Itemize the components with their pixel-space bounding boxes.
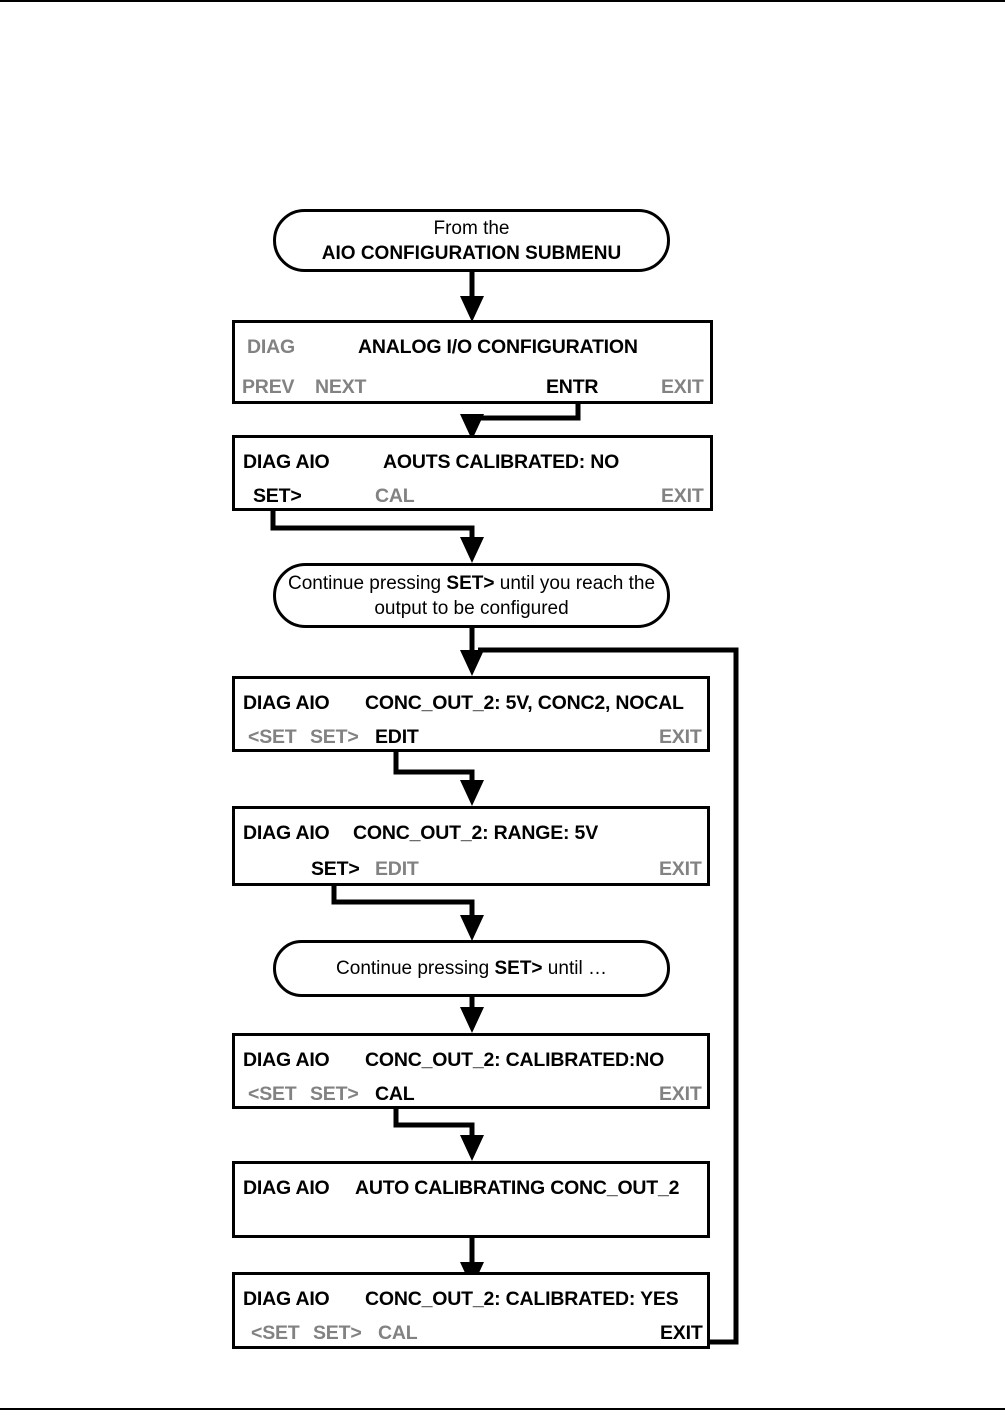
- d7-button-set-prev[interactable]: <SET: [251, 1322, 300, 1344]
- d1-button-exit[interactable]: EXIT: [661, 376, 704, 398]
- arrowhead-to-d4: [460, 780, 484, 806]
- d4-button-exit[interactable]: EXIT: [659, 858, 702, 880]
- arrowhead-to-d6: [460, 1135, 484, 1161]
- d3-button-set-next[interactable]: SET>: [310, 726, 359, 748]
- d3-button-exit[interactable]: EXIT: [659, 726, 702, 748]
- d1-line1: DIAG ANALOG I/O CONFIGURATION: [235, 327, 710, 367]
- d5-button-set-prev[interactable]: <SET: [248, 1083, 297, 1105]
- d5-button-exit[interactable]: EXIT: [659, 1083, 702, 1105]
- d1-button-entr[interactable]: ENTR: [546, 376, 599, 398]
- d4-button-set-next[interactable]: SET>: [311, 858, 360, 880]
- arrowhead-to-note1: [460, 537, 484, 563]
- d7-button-cal[interactable]: CAL: [378, 1322, 418, 1344]
- d7-line2: <SET SET> CAL EXIT: [235, 1313, 707, 1353]
- d6-menu-label: DIAG AIO: [243, 1177, 330, 1199]
- note2-suffix: until …: [542, 958, 607, 979]
- d4-line1: DIAG AIO CONC_OUT_2: RANGE: 5V: [235, 813, 707, 853]
- d2-button-cal[interactable]: CAL: [375, 485, 415, 507]
- display-conc-out-2-summary: DIAG AIO CONC_OUT_2: 5V, CONC2, NOCAL <S…: [232, 676, 710, 752]
- d7-title: CONC_OUT_2: CALIBRATED: YES: [365, 1288, 679, 1310]
- arrowhead-to-note2: [460, 915, 484, 941]
- d4-menu-label: DIAG AIO: [243, 822, 330, 844]
- page-top-rule: [0, 0, 1005, 2]
- terminator-start-line2: AIO CONFIGURATION SUBMENU: [321, 242, 622, 264]
- d4-button-edit[interactable]: EDIT: [375, 858, 419, 880]
- d2-button-set-next[interactable]: SET>: [253, 485, 302, 507]
- connector-d7-exit-loop-to-d3: [478, 647, 739, 1345]
- d3-button-set-prev[interactable]: <SET: [248, 726, 297, 748]
- d2-line1: DIAG AIO AOUTS CALIBRATED: NO: [235, 442, 710, 482]
- d5-line2: <SET SET> CAL EXIT: [235, 1074, 707, 1114]
- note2-strong: SET>: [494, 958, 543, 979]
- terminator-note-2: Continue pressing SET> until …: [273, 940, 670, 997]
- connector-d4-set-to-note2: [331, 878, 475, 925]
- d1-line2: PREV NEXT ENTR EXIT: [235, 367, 710, 407]
- note2-prefix: Continue pressing: [336, 958, 495, 979]
- d1-menu-label: DIAG: [247, 336, 295, 358]
- note1-suffix: until you reach the: [494, 572, 656, 594]
- display-analog-io-configuration: DIAG ANALOG I/O CONFIGURATION PREV NEXT …: [232, 320, 713, 404]
- page-bottom-rule: [0, 1408, 1005, 1410]
- connector-d2-set-to-note1: [270, 506, 475, 545]
- d5-line1: DIAG AIO CONC_OUT_2: CALIBRATED:NO: [235, 1040, 707, 1080]
- d1-button-prev[interactable]: PREV: [242, 376, 295, 398]
- d6-title: AUTO CALIBRATING CONC_OUT_2: [355, 1177, 680, 1199]
- d7-button-exit[interactable]: EXIT: [660, 1322, 703, 1344]
- d2-line2: SET> CAL EXIT: [235, 476, 710, 516]
- d3-title: CONC_OUT_2: 5V, CONC2, NOCAL: [365, 692, 684, 714]
- d1-button-next[interactable]: NEXT: [315, 376, 367, 398]
- arrowhead-to-d3: [460, 650, 484, 676]
- d6-line1: DIAG AIO AUTO CALIBRATING CONC_OUT_2: [235, 1168, 707, 1208]
- d5-button-cal[interactable]: CAL: [375, 1083, 415, 1105]
- terminator-note-1-line2: output to be configured: [374, 597, 569, 619]
- display-auto-calibrating-conc-out-2: DIAG AIO AUTO CALIBRATING CONC_OUT_2: [232, 1161, 710, 1238]
- display-conc-out-2-calibrated-no: DIAG AIO CONC_OUT_2: CALIBRATED:NO <SET …: [232, 1033, 710, 1109]
- d4-title: CONC_OUT_2: RANGE: 5V: [353, 822, 599, 844]
- terminator-note-2-line1: Continue pressing SET> until …: [336, 956, 607, 981]
- d7-button-set-next[interactable]: SET>: [313, 1322, 362, 1344]
- d3-button-edit[interactable]: EDIT: [375, 726, 419, 748]
- terminator-note-1: Continue pressing SET> until you reach t…: [273, 563, 670, 628]
- d2-button-exit[interactable]: EXIT: [661, 485, 704, 507]
- display-aouts-calibrated-no: DIAG AIO AOUTS CALIBRATED: NO SET> CAL E…: [232, 435, 713, 511]
- arrowhead-to-d5: [460, 1007, 484, 1033]
- arrowhead-to-d2: [460, 414, 484, 440]
- d2-title: AOUTS CALIBRATED: NO: [383, 451, 620, 473]
- terminator-note-1-line1: Continue pressing SET> until you reach t…: [288, 571, 655, 596]
- d3-menu-label: DIAG AIO: [243, 692, 330, 714]
- display-conc-out-2-calibrated-yes: DIAG AIO CONC_OUT_2: CALIBRATED: YES <SE…: [232, 1272, 710, 1349]
- d2-menu-label: DIAG AIO: [243, 451, 330, 473]
- note1-prefix: Continue pressing: [287, 572, 447, 594]
- terminator-start-line1: From the: [433, 217, 510, 239]
- d1-title: ANALOG I/O CONFIGURATION: [358, 336, 638, 358]
- d3-line1: DIAG AIO CONC_OUT_2: 5V, CONC2, NOCAL: [235, 683, 707, 723]
- d5-button-set-next[interactable]: SET>: [310, 1083, 359, 1105]
- note1-strong: SET>: [446, 572, 495, 594]
- d5-menu-label: DIAG AIO: [243, 1049, 330, 1071]
- arrowhead-to-d1: [460, 296, 484, 322]
- display-conc-out-2-range: DIAG AIO CONC_OUT_2: RANGE: 5V SET> EDIT…: [232, 806, 710, 886]
- d7-menu-label: DIAG AIO: [243, 1288, 330, 1310]
- d4-line2: SET> EDIT EXIT: [235, 849, 707, 889]
- d5-title: CONC_OUT_2: CALIBRATED:NO: [365, 1049, 665, 1071]
- d6-line2: [235, 1202, 707, 1242]
- connector-d1-entr-to-d2: [469, 404, 581, 424]
- d7-line1: DIAG AIO CONC_OUT_2: CALIBRATED: YES: [235, 1279, 707, 1319]
- d3-line2: <SET SET> EDIT EXIT: [235, 717, 707, 757]
- terminator-start: From the AIO CONFIGURATION SUBMENU: [273, 209, 670, 272]
